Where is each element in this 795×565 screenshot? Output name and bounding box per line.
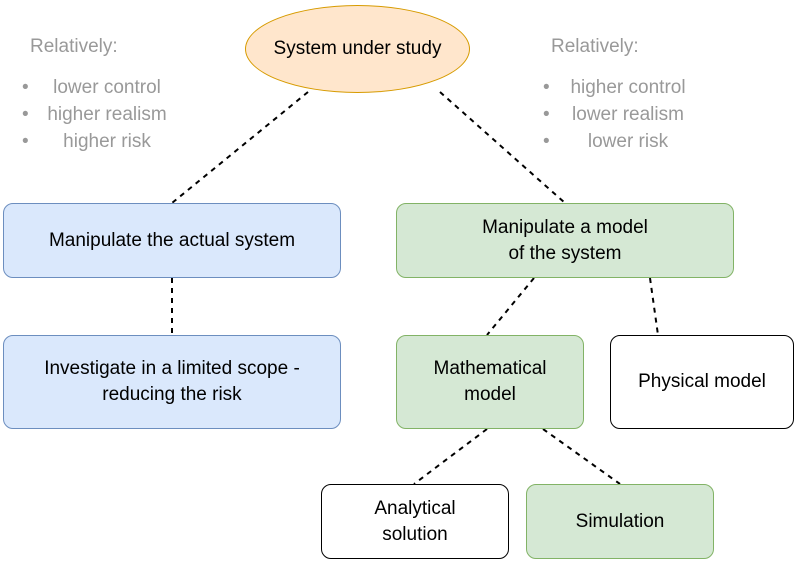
manipulate-model-label: Manipulate a model of the system [482, 216, 648, 264]
left-note-item: higher risk [22, 128, 192, 155]
physical-model-node: Physical model [610, 335, 794, 429]
system-under-study-node: System under study [245, 5, 470, 93]
connector-model-to-mathematical [486, 277, 535, 336]
connector-root-to-model [439, 91, 566, 204]
right-notes-list: higher control lower realism lower risk [543, 74, 713, 155]
analytical-solution-node: Analytical solution [321, 484, 509, 559]
left-notes-list: lower control higher realism higher risk [22, 74, 192, 155]
left-notes: Relatively: lower control higher realism… [22, 36, 192, 155]
manipulate-model-node: Manipulate a model of the system [396, 203, 734, 278]
right-notes: Relatively: higher control lower realism… [543, 36, 713, 155]
right-note-item: lower realism [543, 101, 713, 128]
left-note-item: higher realism [22, 101, 192, 128]
left-note-item: lower control [22, 74, 192, 101]
connector-model-to-physical [649, 277, 659, 336]
right-note-item: higher control [543, 74, 713, 101]
physical-model-label: Physical model [638, 371, 766, 393]
manipulate-actual-system-label: Manipulate the actual system [48, 229, 296, 251]
simulation-label: Simulation [575, 510, 665, 532]
simulation-node: Simulation [526, 484, 714, 559]
right-notes-heading: Relatively: [551, 36, 639, 57]
right-note-item: lower risk [543, 128, 713, 155]
mathematical-model-label: Mathematical model [433, 358, 547, 405]
manipulate-actual-system-node: Manipulate the actual system [3, 203, 341, 278]
analytical-solution-label: Analytical solution [374, 497, 456, 545]
connector-mathematical-to-simulation [542, 428, 621, 485]
system-under-study-label: System under study [273, 38, 442, 60]
connector-mathematical-to-analytical [413, 428, 488, 485]
investigate-limited-scope-node: Investigate in a limited scope - reducin… [3, 335, 341, 429]
mathematical-model-node: Mathematical model [396, 335, 584, 429]
investigate-limited-scope-label: Investigate in a limited scope - reducin… [44, 358, 300, 405]
connector-root-to-actual [171, 91, 309, 204]
left-notes-heading: Relatively: [30, 36, 118, 57]
